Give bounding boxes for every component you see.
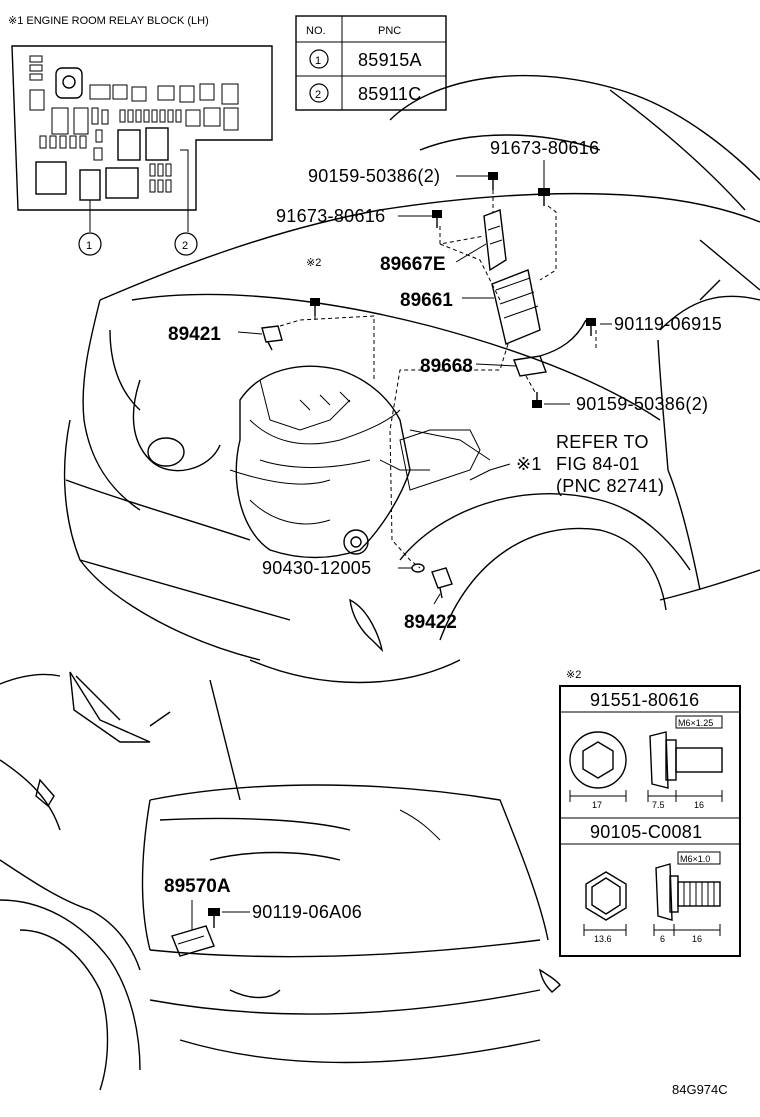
- bolt1-drawing: M6×1.25 17 7.5 16: [569, 715, 723, 810]
- bolt2-dim-3: 16: [692, 934, 702, 944]
- callout-1-text: 1: [86, 240, 92, 252]
- pnc-row-2-no: 2: [315, 89, 321, 101]
- label-90430: 90430-12005: [262, 558, 371, 578]
- sensor-89421: [261, 325, 283, 351]
- bracket-89668: [513, 355, 547, 377]
- relay-fuse-1: [79, 169, 101, 201]
- bolt1-part-number: 91551-80616: [590, 690, 699, 710]
- sensor-89422: [431, 567, 453, 599]
- bolt1-thread: M6×1.25: [678, 718, 713, 728]
- note2-mark: ※2: [306, 257, 321, 269]
- bolt-90119-06A06: [208, 908, 220, 928]
- pnc-row-1-pnc: 85915A: [358, 50, 422, 70]
- module-89570A: [171, 925, 215, 957]
- refer-line-1: REFER TO: [556, 432, 649, 452]
- pnc-row-1-no: 1: [315, 55, 321, 67]
- label-90119-06A06: 90119-06A06: [252, 902, 362, 922]
- label-89570A: 89570A: [164, 876, 231, 897]
- ecu-89661: [491, 269, 541, 345]
- bolt-91673-top: [538, 188, 550, 206]
- bolt-detail-table: ※2 91551-80616 90105-C0081 M6×1.25 17 7.…: [559, 669, 741, 957]
- pnc-row-2-pnc: 85911C: [358, 84, 422, 104]
- callout-2-text: 2: [182, 240, 188, 252]
- pnc-header-no: NO.: [306, 25, 326, 37]
- bolt2-dim-1: 13.6: [594, 934, 612, 944]
- fog-lamp: [349, 598, 384, 653]
- figure-code: 84G974C: [672, 1082, 728, 1097]
- label-89661: 89661: [400, 290, 453, 311]
- leader-lines: [237, 160, 612, 605]
- relay-block-title: ※1 ENGINE ROOM RELAY BLOCK (LH): [8, 15, 209, 27]
- label-89668: 89668: [420, 356, 473, 377]
- pnc-table: NO. PNC 1 85915A 2 85911C: [295, 15, 447, 111]
- ecu-assembly: [261, 172, 597, 599]
- note1-mark: ※1: [516, 454, 542, 474]
- rear-vehicle-illustration: 89570A 90119-06A06: [0, 671, 561, 1091]
- bolt-90119-06915: [586, 318, 596, 336]
- label-89422: 89422: [404, 612, 457, 633]
- nut-90430: [411, 563, 425, 573]
- engine: [235, 365, 411, 559]
- label-91673-top: 91673-80616: [490, 138, 599, 158]
- bolt2-thread: M6×1.0: [680, 854, 710, 864]
- refer-line-2: FIG 84-01: [556, 454, 640, 474]
- front-vehicle-illustration: [63, 74, 760, 684]
- label-89421: 89421: [168, 324, 221, 345]
- door-handle: [35, 778, 55, 808]
- callout-circle-2: [174, 232, 198, 256]
- bolt1-dim-3: 16: [694, 800, 704, 810]
- pnc-header-pnc: PNC: [378, 25, 401, 37]
- relay-component: [29, 55, 43, 63]
- bolt-note2: [310, 298, 320, 316]
- bolt-table-mark: ※2: [566, 669, 581, 681]
- bracket-89667E: [483, 209, 507, 272]
- relay-block-inset: ※1 ENGINE ROOM RELAY BLOCK (LH): [8, 15, 273, 256]
- bolt-90159-top: [488, 172, 498, 190]
- label-90159-bottom: 90159-50386(2): [576, 394, 708, 414]
- bolt2-part-number: 90105-C0081: [590, 822, 702, 842]
- callout-circle-1: [78, 232, 102, 256]
- label-89667E: 89667E: [380, 254, 446, 275]
- label-90119-06915: 90119-06915: [614, 314, 722, 334]
- label-90159-top: 90159-50386(2): [308, 166, 440, 186]
- bolt-90159-bottom: [532, 392, 542, 408]
- bolt-91673-mid: [432, 210, 442, 228]
- bolt1-dim-1: 17: [592, 800, 602, 810]
- label-91673-mid: 91673-80616: [276, 206, 385, 226]
- relay-block-outline: [11, 45, 273, 211]
- bolt1-dim-2: 7.5: [652, 800, 665, 810]
- bolt2-dim-2: 6: [660, 934, 665, 944]
- refer-line-3: (PNC 82741): [556, 476, 664, 496]
- relay-main-terminal: [55, 67, 83, 99]
- bolt2-drawing: M6×1.0 13.6 6 16: [583, 851, 721, 944]
- part-labels: 91673-80616 90159-50386(2) 91673-80616 8…: [168, 138, 722, 633]
